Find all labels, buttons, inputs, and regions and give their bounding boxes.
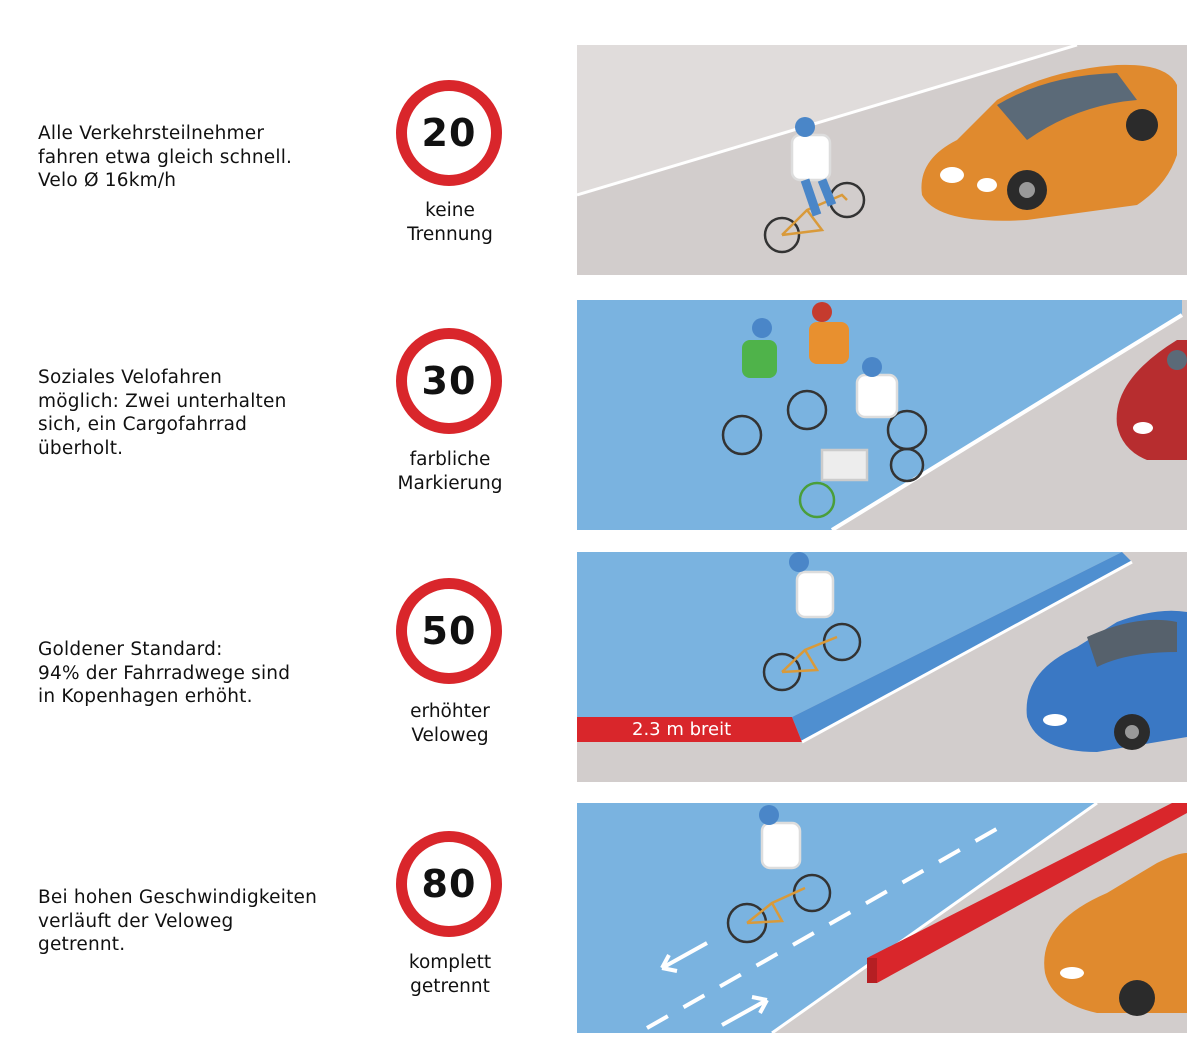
speed-limit-sign: 30 [396, 328, 502, 434]
width-label: 2.3 m breit [632, 719, 732, 740]
row-description: Alle Verkehrsteilnehmer fahren etwa glei… [38, 123, 293, 191]
car-orange-icon [1044, 853, 1187, 1016]
row-mixed-traffic: Alle Verkehrsteilnehmer fahren etwa glei… [0, 45, 1200, 295]
speed-limit-sign: 80 [396, 831, 502, 937]
speed-limit-value: 20 [421, 111, 477, 155]
speed-limit-sign: 50 [396, 578, 502, 684]
direction-arrows-icon [660, 941, 769, 1027]
car-orange-icon [921, 64, 1177, 221]
row-raised-lane: Goldener Standard: 94% der Fahrradwege s… [0, 549, 1200, 799]
row-painted-lane: Soziales Velofahren möglich: Zwei unterh… [0, 298, 1200, 548]
speed-limit-sign: 20 [396, 80, 502, 186]
row-description: Soziales Velofahren möglich: Zwei unterh… [38, 367, 287, 459]
speed-limit-value: 30 [421, 359, 477, 403]
car-blue-icon [1026, 610, 1187, 752]
speed-limit-value: 50 [421, 609, 477, 653]
cyclist-group-icon [721, 302, 928, 519]
scene-painted-lane [577, 300, 1187, 530]
scene-separated-lane [577, 803, 1187, 1033]
speed-limit-value: 80 [421, 862, 477, 906]
red-barrier-icon [867, 803, 1187, 983]
cyclist-icon [762, 552, 862, 692]
cyclist-icon [763, 117, 866, 254]
scene-mixed-traffic [577, 45, 1187, 275]
row-description: Goldener Standard: 94% der Fahrradwege s… [38, 639, 291, 707]
row-separated-lane: Bei hohen Geschwindigkeiten verläuft der… [0, 803, 1200, 1053]
separation-caption: erhöhter Veloweg [410, 701, 490, 746]
scene-raised-lane: 2.3 m breit [577, 552, 1187, 782]
cyclist-icon [726, 805, 832, 944]
separation-caption: farbliche Markierung [397, 449, 503, 494]
separation-caption: keine Trennung [407, 200, 493, 245]
row-description: Bei hohen Geschwindigkeiten verläuft der… [38, 887, 318, 955]
separation-caption: komplett getrennt [408, 952, 492, 997]
car-red-icon [1116, 340, 1187, 460]
